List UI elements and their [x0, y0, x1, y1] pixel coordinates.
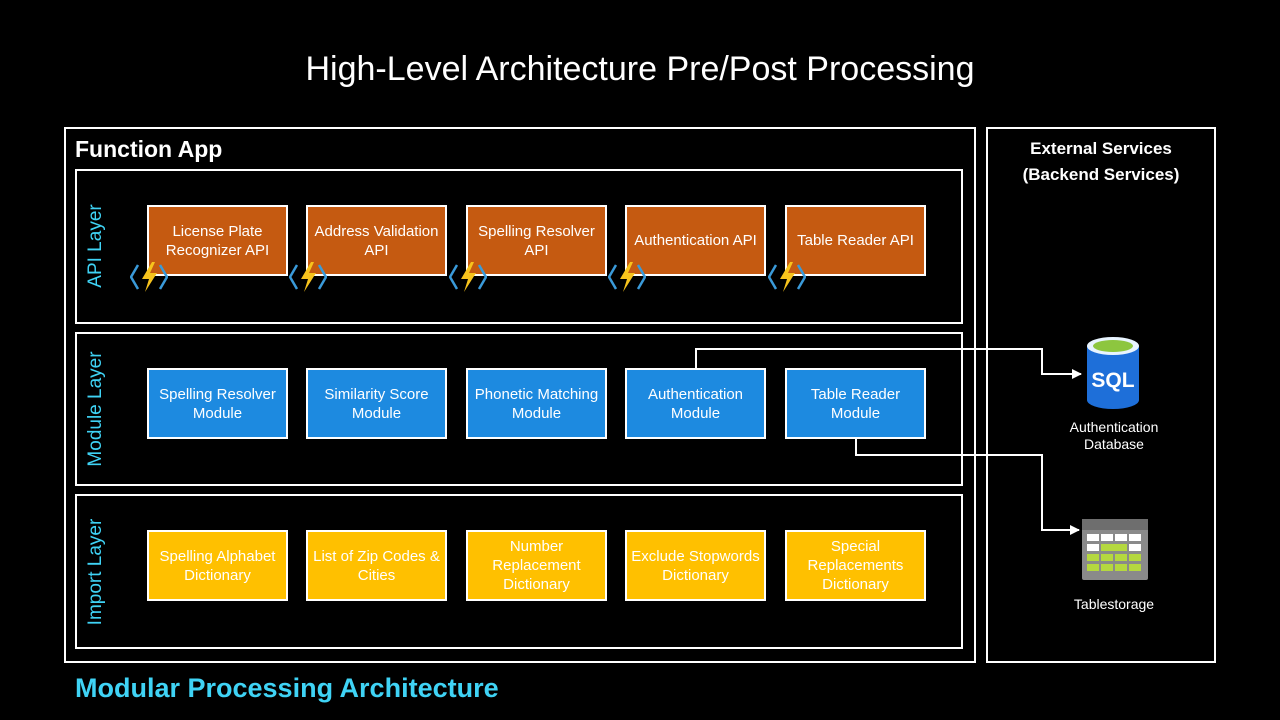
azure-function-icon	[768, 262, 806, 292]
tablestorage-caption: Tablestorage	[1073, 596, 1155, 612]
auth-module-to-sql-arrow	[695, 348, 1082, 379]
function-app-label: Function App	[75, 136, 223, 162]
module-card-phonetic-matching: Phonetic Matching Module	[466, 368, 607, 439]
table-storage-icon	[1082, 519, 1148, 580]
import-card-exclude-stopwords: Exclude Stopwords Dictionary	[625, 530, 766, 601]
sql-database-icon: SQL	[1087, 337, 1139, 409]
external-services-container	[986, 127, 1216, 663]
api-card-table-reader: Table Reader API	[785, 205, 926, 276]
azure-function-icon	[130, 262, 168, 292]
external-services-title-line2: (Backend Services)	[1022, 165, 1180, 184]
import-card-zip-codes: List of Zip Codes & Cities	[306, 530, 447, 601]
page-title: High-Level Architecture Pre/Post Process…	[305, 50, 975, 88]
import-card-number-replacement: Number Replacement Dictionary	[466, 530, 607, 601]
external-services-title-line1: External Services	[1030, 139, 1172, 158]
authentication-database-caption: Authentication Database	[1040, 419, 1188, 453]
db-caption-line2: Database	[1084, 436, 1144, 452]
api-layer-container	[75, 169, 963, 324]
import-card-special-replacements: Special Replacements Dictionary	[785, 530, 926, 601]
db-caption-line1: Authentication	[1069, 419, 1159, 435]
api-card-license-plate: License Plate Recognizer API	[147, 205, 288, 276]
module-layer-container	[75, 332, 963, 486]
sql-icon-text: SQL	[1091, 369, 1134, 392]
module-card-table-reader: Table Reader Module	[785, 368, 926, 439]
azure-function-icon	[608, 262, 646, 292]
module-card-spelling-resolver: Spelling Resolver Module	[147, 368, 288, 439]
footer-caption: Modular Processing Architecture	[75, 673, 499, 703]
table-reader-to-storage-arrow	[855, 439, 1080, 535]
import-card-spelling-alphabet: Spelling Alphabet Dictionary	[147, 530, 288, 601]
api-card-spelling-resolver: Spelling Resolver API	[466, 205, 607, 276]
import-layer-container	[75, 494, 963, 649]
function-app-container	[64, 127, 976, 663]
azure-function-icon	[449, 262, 487, 292]
module-card-authentication: Authentication Module	[625, 368, 766, 439]
api-card-address-validation: Address Validation API	[306, 205, 447, 276]
module-card-similarity-score: Similarity Score Module	[306, 368, 447, 439]
azure-function-icon	[289, 262, 327, 292]
api-card-authentication: Authentication API	[625, 205, 766, 276]
external-services-title: External Services (Backend Services)	[987, 136, 1215, 188]
